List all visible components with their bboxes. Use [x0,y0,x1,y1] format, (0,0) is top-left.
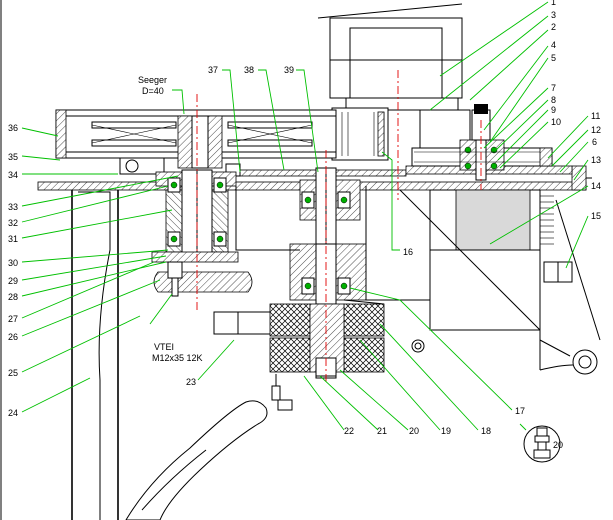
lever-24 [125,400,268,520]
callout-labels: 1 2 3 4 5 6 7 8 9 10 11 12 13 14 15 16 1… [8,0,601,450]
callout-29: 29 [8,276,18,286]
motor-pulley [331,107,389,161]
callout-20-detail: 20 [553,440,563,450]
callout-17: 17 [515,406,525,416]
callout-32: 32 [8,218,18,228]
callout-21: 21 [377,426,387,436]
callout-37: 37 [208,65,218,75]
wheel-hub [119,115,223,175]
callout-30: 30 [8,258,18,268]
callout-14: 14 [591,181,601,191]
callout-23: 23 [186,377,196,387]
leader-lines [21,1,589,431]
callout-28: 28 [8,292,18,302]
vtei-size-label: M12x35 12K [152,353,203,363]
callout-31: 31 [8,234,18,244]
callout-1: 1 [551,0,556,7]
left-bearing-housing [151,169,239,263]
callout-6: 6 [592,137,597,147]
callout-11: 11 [591,111,600,121]
callout-10: 10 [551,117,561,127]
callout-36: 36 [8,123,18,133]
callout-33: 33 [8,202,18,212]
adjust-screw [271,374,293,411]
callout-2: 2 [551,22,556,32]
callout-9: 9 [551,105,556,115]
callout-39: 39 [284,65,294,75]
callout-16: 16 [403,247,413,257]
seeger-size-label: D=40 [142,86,164,96]
callout-20: 20 [409,426,419,436]
seeger-label: Seeger [138,75,167,85]
callout-5: 5 [551,53,556,63]
callout-26: 26 [8,332,18,342]
callout-24: 24 [8,408,18,418]
grinding-heads [213,299,385,377]
callout-19: 19 [441,426,451,436]
callout-4: 4 [551,40,556,50]
callout-38: 38 [244,65,254,75]
crank-disc-25 [153,261,253,297]
centerlines [196,70,482,382]
detail-circle-20 [523,425,561,463]
callout-12: 12 [591,125,601,135]
vtei-label: VTEI [154,342,174,352]
callout-13: 13 [591,155,601,165]
callout-3: 3 [551,10,556,20]
machine-frame [71,186,601,520]
right-motor [429,189,573,331]
callout-15: 15 [591,211,601,221]
callout-35: 35 [8,152,18,162]
callout-22: 22 [344,426,354,436]
callout-25: 25 [8,368,18,378]
motor-housing [317,3,471,151]
callout-34: 34 [8,170,18,180]
callout-18: 18 [481,426,491,436]
callout-8: 8 [551,95,556,105]
callout-7: 7 [551,83,556,93]
callout-27: 27 [8,314,18,324]
top-right-gearbox [411,104,553,181]
